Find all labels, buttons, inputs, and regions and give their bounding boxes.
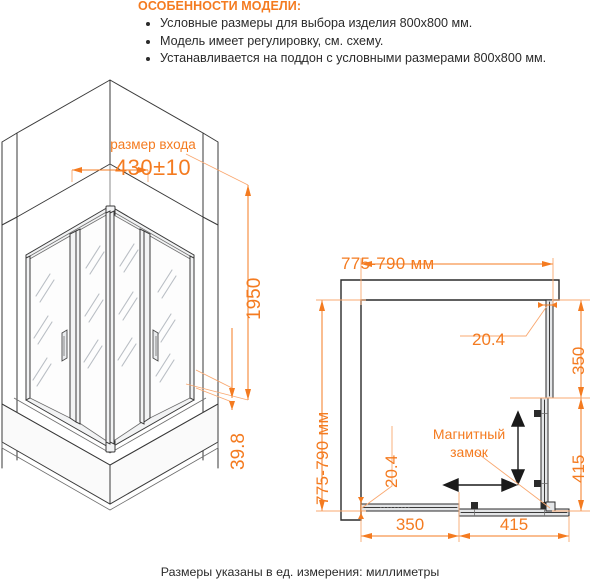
plan-left-depth-dimension [316,299,366,512]
feature-item: Условные размеры для выбора изделия 800х… [138,15,600,33]
iso-height-dimension [185,153,251,401]
plan-profile-right-label: 20.4 [472,330,506,349]
plan-profile-left-label: 20.4 [382,454,401,488]
plan-top-width-dimension [360,258,554,305]
entrance-size-value: 430±10 [114,155,192,180]
features-title: ОСОБЕННОСТИ МОДЕЛИ: [138,0,302,13]
iso-base-height-label: 39.8 [228,433,249,470]
iso-right-door-handle [152,329,159,362]
plan-profile-left-callout [358,426,393,519]
plan-right-upper-label: 350 [569,346,588,375]
iso-left-glass-reflections [32,245,105,387]
iso-shower-tray [1,397,219,511]
magnetic-lock-label: Магнитный замок [409,425,529,461]
plan-profile-right-callout [460,302,557,337]
plan-view-drawing [316,258,590,542]
entrance-size-label: размер входа [110,137,196,152]
iso-right-glass-reflections [117,243,177,383]
iso-entrance-dimension [71,167,149,182]
iso-left-glass-assembly [25,210,111,445]
magnetic-lock-label-line2: замок [450,444,488,460]
plan-top-width-label: 775-790 мм [341,254,435,273]
plan-bottom-right-label: 415 [499,515,529,534]
plan-magnetic-lock-leader [475,451,551,509]
plan-right-dimension-chain [510,299,590,512]
isometric-shower-cabin-drawing [1,79,251,511]
plan-bottom-dimension-chain [360,492,570,542]
iso-height-label: 1950 [244,277,265,320]
plan-bottom-left-label: 350 [395,515,425,534]
units-note: Размеры указаны в ед. измерения: миллиме… [160,565,440,579]
iso-left-door-handle [61,329,68,362]
feature-item: Модель имеет регулировку, см. схему. [138,33,600,51]
feature-item: Устанавливается на поддон с условными ра… [138,50,600,68]
plan-left-depth-label: 775-790 мм [313,411,332,506]
plan-right-panels [534,299,554,509]
plan-right-lower-label: 415 [569,454,588,483]
plan-slide-arrow-horizontal [442,477,518,493]
features-block: ОСОБЕННОСТИ МОДЕЛИ: Условные размеры для… [138,0,600,68]
plan-bottom-panels [360,502,570,517]
plan-corner-post [545,501,556,512]
iso-right-glass-assembly [109,210,195,445]
magnetic-lock-label-line1: Магнитный [432,426,506,442]
features-list: Условные размеры для выбора изделия 800х… [138,15,600,68]
plan-slide-arrow-vertical [510,410,526,486]
iso-base-height-dimension [195,328,235,410]
